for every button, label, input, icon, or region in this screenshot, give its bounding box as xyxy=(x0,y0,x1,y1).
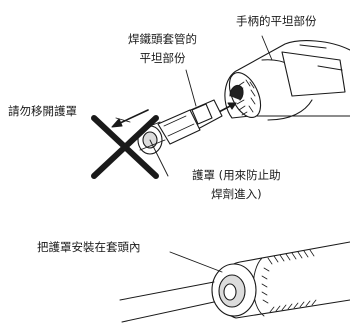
label-do-not-remove-shield: 請勿移開護罩 xyxy=(8,104,77,118)
label-shield-line-1: 護罩 (用來防止助 xyxy=(192,168,281,182)
cross-mark-icon xyxy=(91,115,159,179)
handle-flat-part xyxy=(281,51,346,97)
sleeve-flat-part xyxy=(191,103,213,125)
arrow-left-icon xyxy=(111,109,149,128)
label-shield-note: 護罩 (用來防止助 焊劑進入) xyxy=(192,166,281,204)
installed-assembly xyxy=(119,241,350,323)
label-flat-part-of-handle: 手柄的平坦部份 xyxy=(236,14,317,28)
label-flat-tip-line-2: 平坦部份 xyxy=(139,51,186,65)
label-install-shield-in-sleeve: 把護罩安裝在套頭內 xyxy=(37,240,141,254)
label-shield-line-2: 焊劑進入) xyxy=(211,187,262,201)
tip-sleeve xyxy=(137,99,223,177)
soldering-handle xyxy=(224,40,350,121)
sleeve-knurl xyxy=(261,249,317,313)
label-flat-tip-line-1: 焊鐵頭套管的 xyxy=(128,32,197,46)
label-flat-part-of-tip-sleeve: 焊鐵頭套管的 平坦部份 xyxy=(128,30,197,68)
